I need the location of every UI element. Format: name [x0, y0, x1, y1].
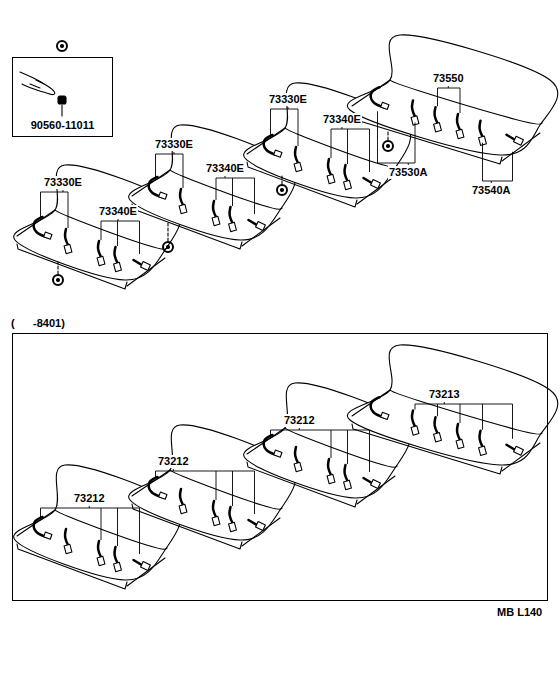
seat-belt — [294, 147, 302, 172]
leader-lines — [41, 86, 513, 554]
part-number: 73330E — [43, 176, 83, 189]
seat-belt — [64, 529, 72, 554]
part-number: 73213 — [428, 388, 461, 401]
part-number: 73212 — [283, 414, 316, 427]
seat-belt — [434, 417, 442, 442]
inset-box: 90560-11011 — [12, 57, 113, 137]
marker-symbol — [277, 174, 287, 195]
bench-seat — [347, 35, 557, 164]
part-number: 73212 — [157, 455, 190, 468]
seat-belt — [229, 207, 237, 232]
seat-belt — [212, 201, 220, 226]
seat-belt — [294, 447, 302, 472]
seat-belt — [479, 121, 487, 146]
seat-belt — [371, 397, 389, 419]
part-number: 73340E — [98, 205, 138, 218]
part-number: 73340E — [205, 162, 245, 175]
seat-belt — [249, 520, 266, 530]
part-number: 73540A — [471, 184, 512, 197]
part-number: 73340E — [322, 113, 362, 126]
seat-belt — [179, 189, 187, 214]
seat-belt — [64, 229, 72, 254]
seat-belt — [364, 178, 381, 188]
seat-belt — [344, 165, 352, 190]
frame-heading: ( -8401) — [11, 317, 65, 330]
part-number: 73530A — [388, 166, 429, 179]
inset-illustration — [20, 72, 66, 116]
marker-symbol — [57, 41, 67, 51]
seat-belt — [327, 159, 335, 184]
seat-belt — [411, 101, 419, 126]
seat-belt — [327, 459, 335, 484]
seat-belt — [229, 507, 237, 532]
seat-belt — [134, 560, 151, 570]
seat-belt — [149, 177, 167, 199]
seat-belt — [507, 135, 524, 145]
part-number: 73330E — [268, 93, 308, 106]
seat-belt — [249, 220, 266, 230]
seat-belt — [371, 87, 389, 109]
seat-belt — [149, 477, 167, 499]
bench-seat — [347, 345, 557, 474]
seat-belt — [434, 107, 442, 132]
seat-belt — [344, 465, 352, 490]
part-number: 90560-11011 — [13, 119, 112, 132]
seat-belt — [264, 435, 282, 457]
seat-belt — [34, 217, 52, 239]
seat-belt — [411, 411, 419, 436]
seat-belt — [97, 541, 105, 566]
part-number: 73330E — [154, 138, 194, 151]
variant-frame: ( -8401) — [12, 333, 548, 601]
drawing-code: MB L140 — [496, 606, 543, 619]
seat-belt — [114, 247, 122, 272]
marker-symbol — [53, 262, 63, 285]
seat-belt — [179, 489, 187, 514]
seat-belt — [97, 241, 105, 266]
seat-belt — [479, 431, 487, 456]
seat-belt — [134, 260, 151, 270]
marker-symbol — [383, 130, 393, 151]
seat-belt — [364, 478, 381, 488]
part-number: 73550 — [432, 72, 465, 85]
seat-belt — [456, 114, 464, 139]
seat-belt — [114, 547, 122, 572]
seat-belt — [212, 501, 220, 526]
part-number: 73212 — [73, 492, 106, 505]
seat-belt — [264, 135, 282, 157]
seat-belt — [507, 445, 524, 455]
marker-symbol — [163, 222, 173, 252]
seat-belt — [456, 424, 464, 449]
seat-belt — [34, 517, 52, 539]
